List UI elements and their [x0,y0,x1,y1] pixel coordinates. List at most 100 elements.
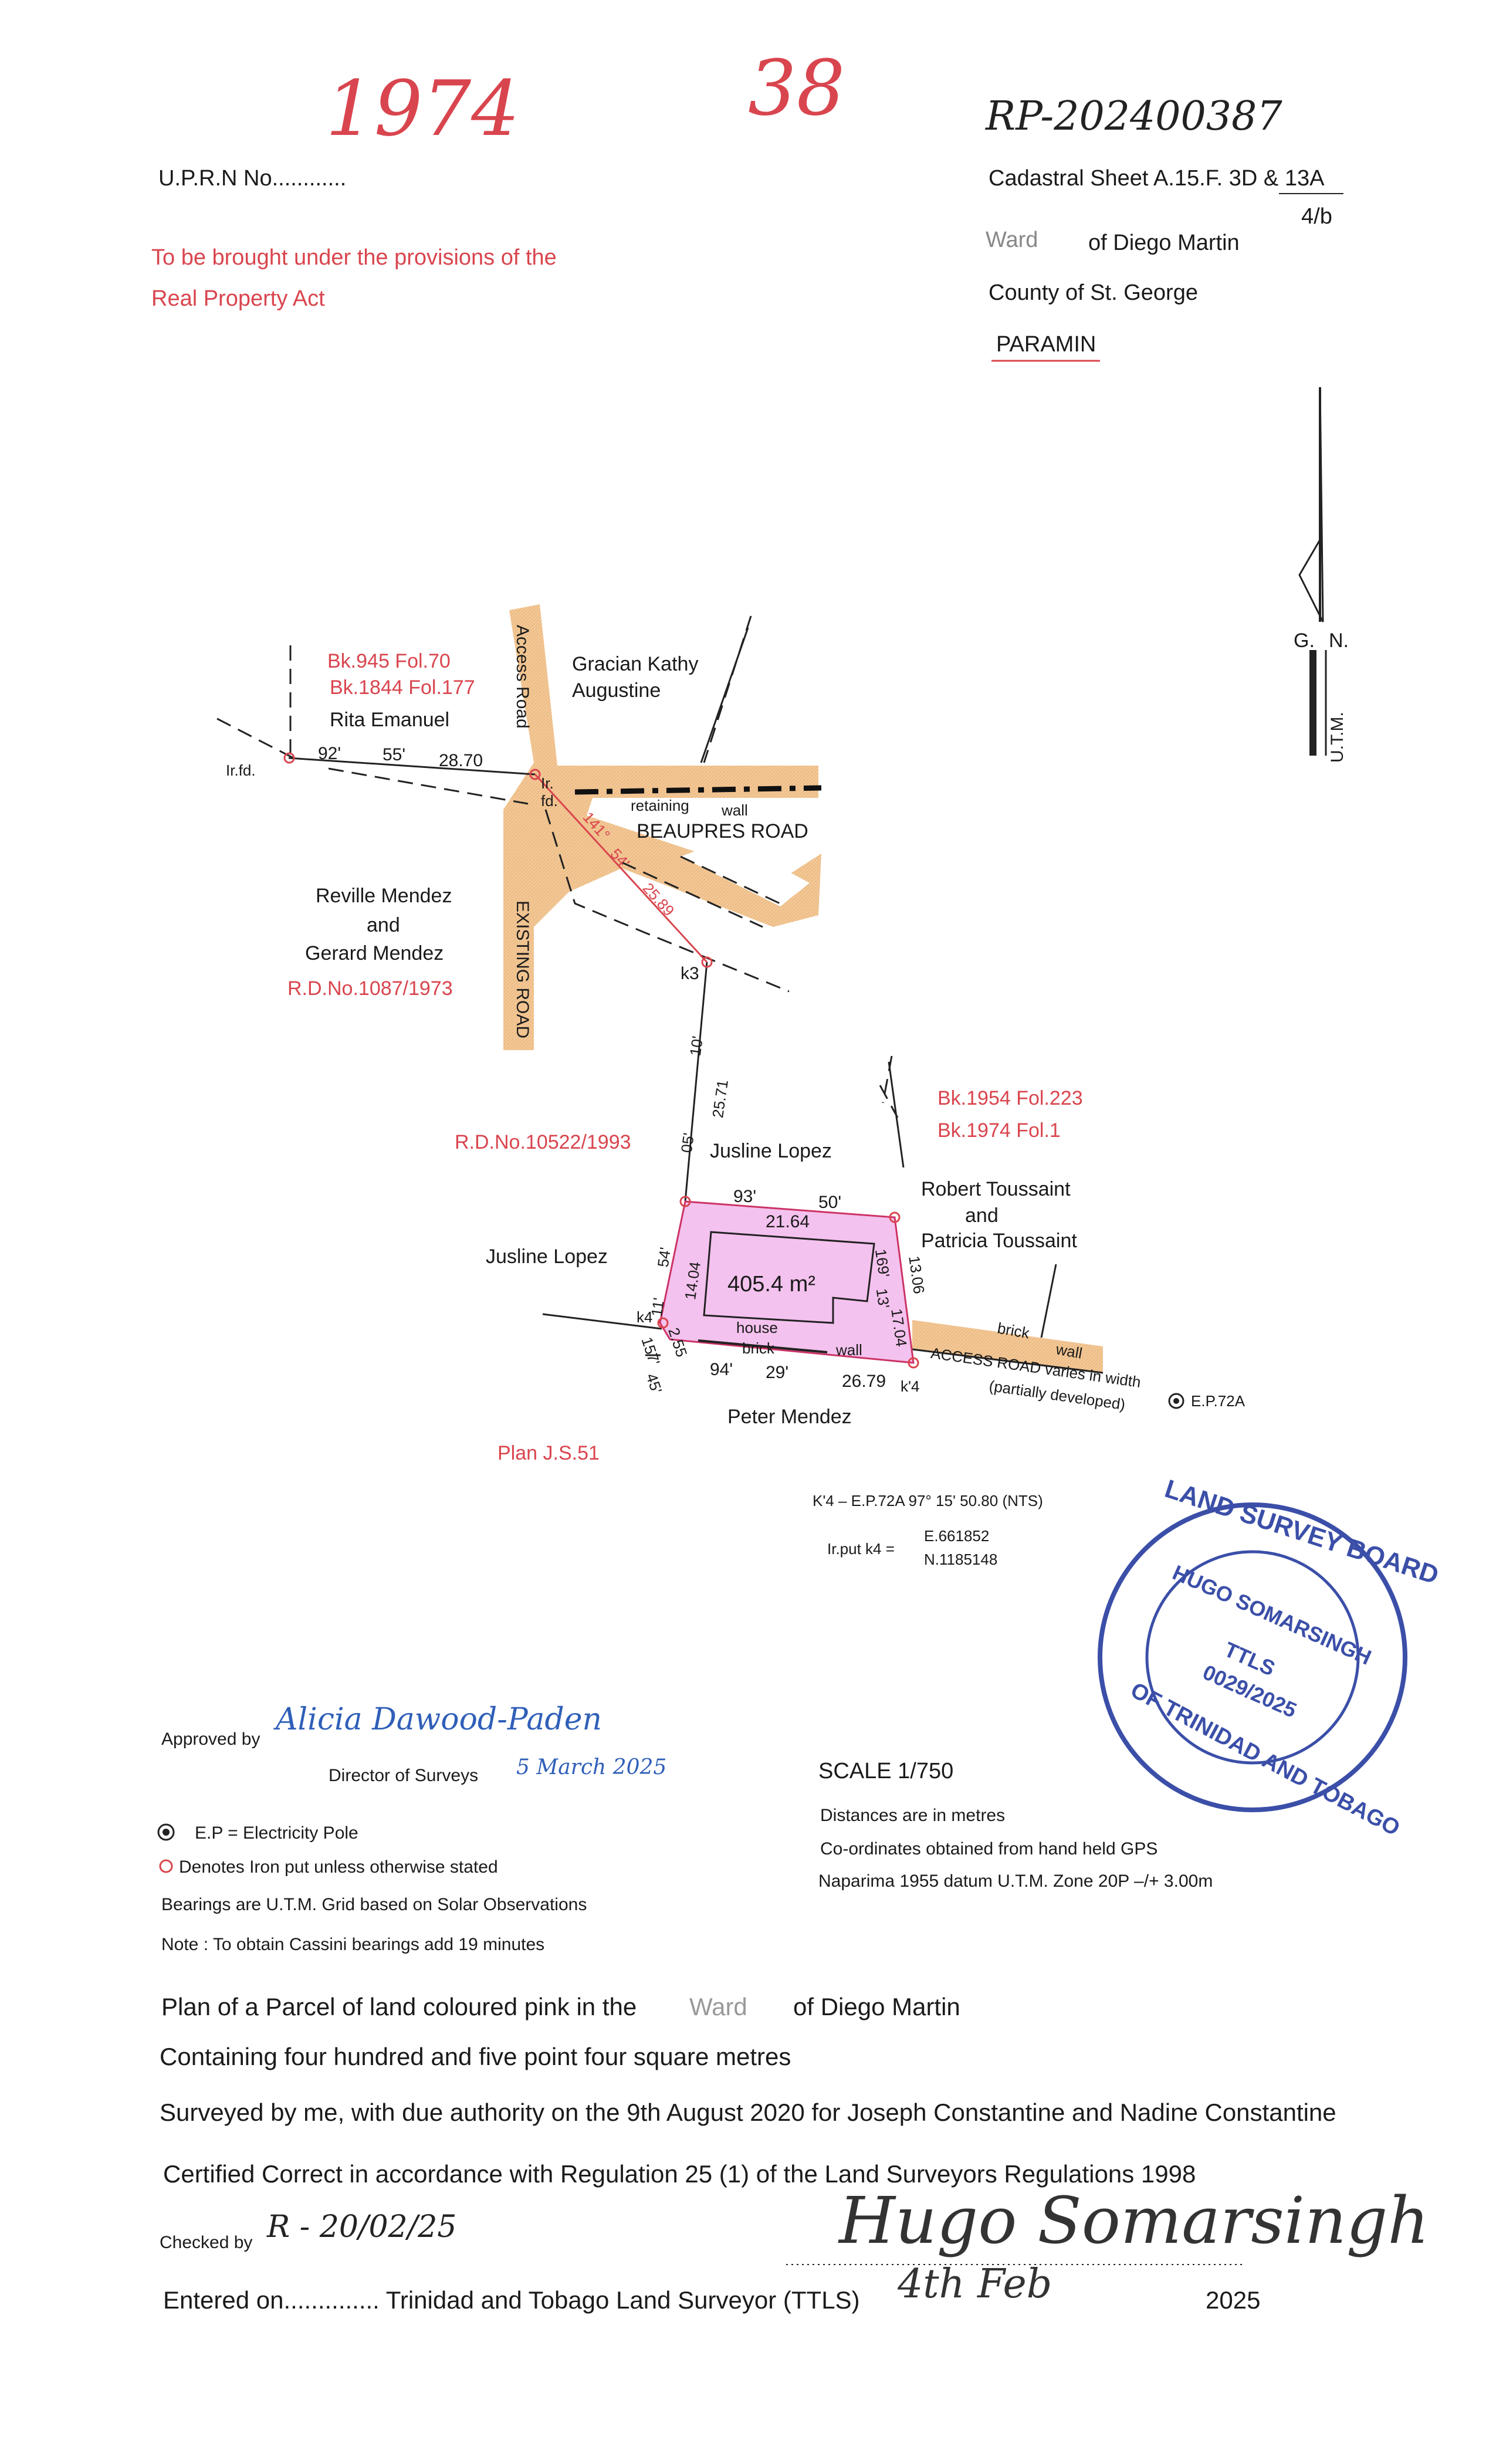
label-wall-right: wall [1054,1340,1084,1362]
label-bk945: Bk.945 Fol.70 [327,650,451,672]
footer-entered: Entered on.............. Trinidad and To… [163,2286,860,2314]
road-edge-dashed-8 [879,1085,899,1118]
electricity-pole-dot [1173,1398,1179,1404]
legend-iron: Denotes Iron put unless otherwise stated [179,1857,498,1877]
label-peter: Peter Mendez [727,1406,852,1428]
locality-label: PARAMIN [996,332,1096,357]
footer-containing: Containing four hundred and five point f… [160,2043,791,2070]
label-rd10522: R.D.No.10522/1993 [455,1131,631,1153]
north-boundary-rita [288,757,536,776]
label-rd1087: R.D.No.1087/1973 [287,977,453,1000]
road-edge-dashed-4 [216,717,294,759]
iron-marker-parcel-nw [679,1196,691,1207]
label-retaining: retaining [631,797,689,814]
provision-line2: Real Property Act [151,286,325,311]
label-bearing-top-3: 28.70 [439,751,483,770]
label-bk1954: Bk.1954 Fol.223 [937,1087,1083,1109]
label-house: house [736,1319,778,1336]
label-plan-js: Plan J.S.51 [497,1442,600,1464]
legend-ep-dot [163,1829,170,1836]
north-gn-label: G. [1294,629,1315,652]
label-p2679: 26.79 [842,1372,886,1391]
label-robert2: and [965,1204,999,1227]
label-bk1844: Bk.1844 Fol.177 [330,676,475,699]
footer-certified: Certified Correct in accordance with Reg… [163,2160,1196,2188]
label-p94: 94' [710,1360,733,1379]
road-edge-dashed-3 [621,861,763,928]
approved-by-label: Approved by [161,1729,260,1749]
footer-year: 2025 [1206,2286,1261,2314]
label-p13: 13' [872,1287,893,1309]
label-bearing-top-2: 55' [383,745,406,764]
electricity-pole-icon [1168,1393,1184,1409]
utm-bar-icon [1309,650,1316,756]
label-k4: k4 [637,1308,653,1326]
label-v05: 05' [677,1132,698,1154]
director-label: Director of Surveys [329,1766,479,1785]
label-p93: 93' [733,1187,757,1206]
label-p54: 54' [654,1246,675,1268]
footer-ward: Ward [689,1993,747,2020]
scale-distances: Distances are in metres [820,1806,1006,1825]
label-robert1: Robert Toussaint [921,1178,1071,1200]
boundary-right-upper [888,1061,905,1168]
coord-easting: E.661852 [924,1527,990,1545]
north-utm-label: U.T.M. [1328,712,1347,763]
label-access-road: Access Road [513,625,532,729]
ward-of: of Diego Martin [1088,231,1240,255]
coord-line1: K'4 – E.P.72A 97° 15' 50.80 (NTS) [813,1492,1043,1509]
beaupres-inner-notch [681,839,810,906]
footer-checked-by: Checked by [160,2233,253,2252]
rp-number: RP-202400387 [986,93,1282,140]
access-road-area [503,604,821,1050]
road-edge-dashed-1 [544,809,790,993]
label-gracian2: Augustine [572,679,661,702]
north-n-label: N. [1329,629,1349,652]
boundary-gracian [700,627,749,763]
bottom-road-edge [912,1348,1104,1374]
legend-iron-icon [159,1859,173,1873]
house-outline [703,1231,875,1324]
label-jusline-top: Jusline Lopez [710,1140,832,1162]
parcel-brick-wall [698,1339,828,1353]
coord-northing: N.1185148 [924,1551,998,1568]
iron-marker-k4 [657,1317,669,1329]
label-rita: Rita Emanuel [330,709,450,731]
approved-signature: Alicia Dawood-Paden [276,1702,602,1737]
iron-marker-irfd-left [283,752,295,764]
footer-surveyed: Surveyed by me, with due authority on th… [160,2099,1336,2126]
iron-marker-k3 [701,956,713,968]
boundary-robert-right [1040,1264,1057,1338]
label-gracian1: Gracian Kathy [572,653,699,675]
bottom-access-road [912,1320,1103,1373]
label-k4p: k'4 [901,1377,920,1395]
label-p2164: 21.64 [766,1212,810,1231]
label-robert3: Patricia Toussaint [921,1230,1077,1252]
iron-marker-irfd-top [529,769,541,780]
county-label: County of St. George [989,280,1198,305]
road-edge-dashed-5 [328,767,529,805]
header-number-left: 1974 [326,64,520,153]
access-road-diagonal [534,773,708,963]
header-number-center: 38 [748,43,845,133]
boundary-left-fence [542,1313,662,1330]
label-brick-bottom: brick [742,1339,774,1357]
label-jusline-left: Jusline Lopez [486,1245,608,1268]
footer-of-diego: of Diego Martin [793,1993,960,2020]
iron-marker-parcel-ne [889,1211,901,1223]
legend-ep-icon [157,1823,175,1841]
label-p169: 169' [871,1247,893,1279]
scale-label: SCALE 1/750 [818,1759,954,1783]
footer-plan-of: Plan of a Parcel of land coloured pink i… [161,1993,637,2020]
cadastral-sheet: Cadastral Sheet A.15.F. 3D & 13A [989,166,1325,191]
label-irfd-top2: fd. [541,792,558,810]
label-beaupres: BEAUPRES ROAD [637,820,808,842]
legend-ep: E.P = Electricity Pole [195,1823,358,1843]
road-edge-dashed-2 [680,855,787,908]
label-wall-bottom: wall [836,1341,862,1359]
scale-datum: Naparima 1955 datum U.T.M. Zone 20P –/+ … [818,1871,1213,1891]
land-survey-board-stamp [1098,1502,1407,1812]
coord-irput: Ir.put k4 = [827,1540,895,1558]
